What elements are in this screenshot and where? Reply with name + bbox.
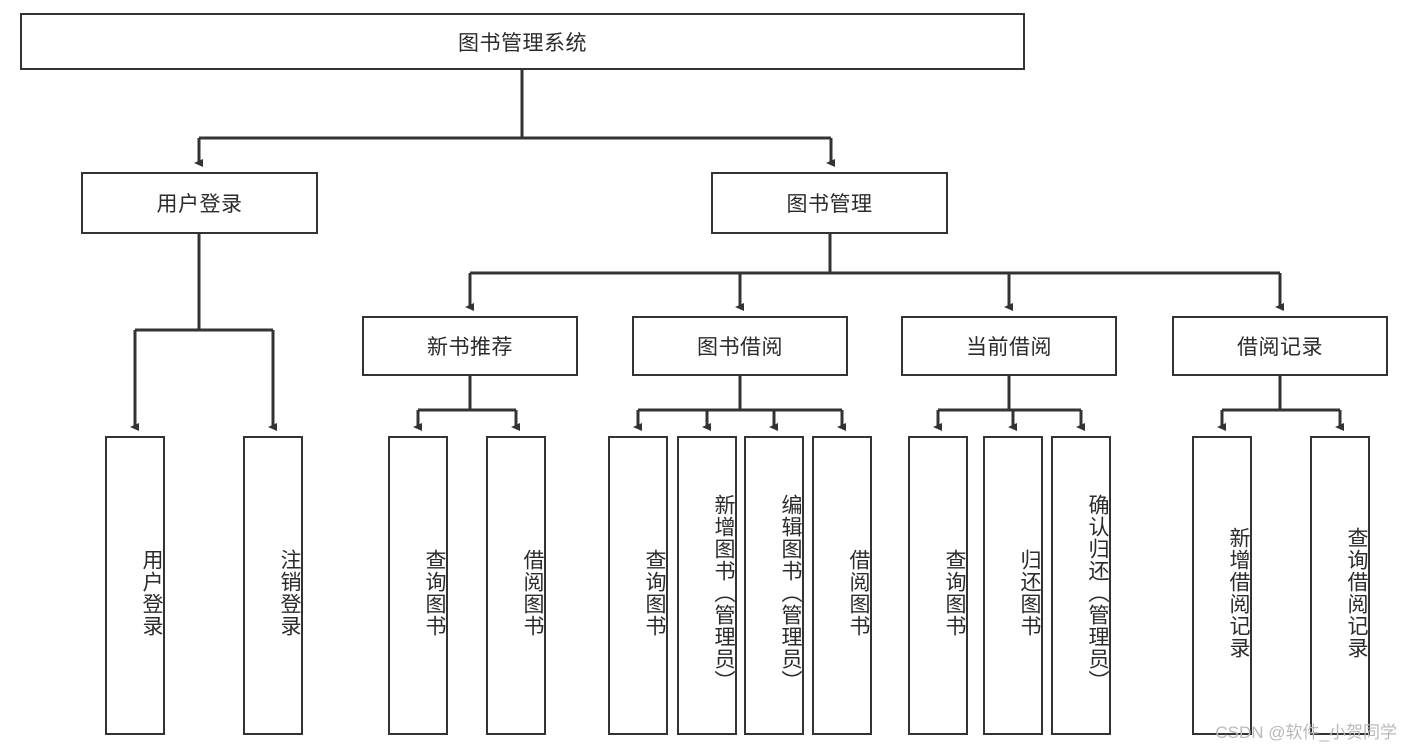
node-leaf-edit-book[interactable]: 编辑图书（管理员） [744, 436, 804, 735]
node-leaf-user-login[interactable]: 用户登录 [105, 436, 165, 735]
node-leaf-add-book[interactable]: 新增图书（管理员） [677, 436, 737, 735]
node-leaf-borrow-book-bb[interactable]: 借阅图书 [812, 436, 872, 735]
node-leaf-return-book[interactable]: 归还图书 [983, 436, 1043, 735]
node-label: 图书管理 [786, 193, 873, 216]
node-borrow-record[interactable]: 借阅记录 [1172, 316, 1388, 376]
node-root[interactable]: 图书管理系统 [20, 13, 1025, 70]
node-new-book-rec[interactable]: 新书推荐 [362, 316, 578, 376]
node-leaf-query-record[interactable]: 查询借阅记录 [1310, 436, 1370, 735]
node-label: 图书管理系统 [458, 31, 587, 55]
node-label: 借阅记录 [1237, 336, 1323, 359]
node-leaf-borrow-book-rec[interactable]: 借阅图书 [486, 436, 546, 735]
node-label: 用户登录 [156, 193, 243, 216]
node-label: 查询借阅记录 [1345, 526, 1368, 659]
node-user-login[interactable]: 用户登录 [81, 172, 318, 234]
node-label: 新增图书（管理员） [712, 493, 735, 692]
node-leaf-query-book-rec[interactable]: 查询图书 [388, 436, 448, 735]
node-leaf-query-book-bb[interactable]: 查询图书 [608, 436, 668, 735]
node-leaf-query-book-cb[interactable]: 查询图书 [908, 436, 968, 735]
node-label: 查询图书 [643, 548, 666, 637]
node-leaf-logout[interactable]: 注销登录 [243, 436, 303, 735]
node-label: 借阅图书 [847, 548, 870, 637]
node-label: 新书推荐 [427, 336, 513, 359]
node-label: 编辑图书（管理员） [779, 493, 802, 692]
node-leaf-confirm-return[interactable]: 确认归还（管理员） [1051, 436, 1111, 735]
node-leaf-add-record[interactable]: 新增借阅记录 [1192, 436, 1252, 735]
node-label: 借阅图书 [521, 548, 544, 637]
node-label: 用户登录 [140, 548, 163, 637]
node-label: 查询图书 [943, 548, 966, 637]
node-label: 图书借阅 [697, 336, 783, 359]
node-label: 新增借阅记录 [1227, 526, 1250, 659]
node-current-borrow[interactable]: 当前借阅 [901, 316, 1117, 376]
node-book-borrow[interactable]: 图书借阅 [632, 316, 848, 376]
node-label: 确认归还（管理员） [1086, 493, 1109, 692]
node-label: 当前借阅 [966, 336, 1052, 359]
csdn-watermark: CSDN @软件_小贺同学 [1215, 723, 1397, 742]
node-book-manage[interactable]: 图书管理 [711, 172, 948, 234]
node-label: 查询图书 [423, 548, 446, 637]
node-label: 归还图书 [1018, 548, 1041, 637]
node-label: 注销登录 [278, 548, 301, 637]
